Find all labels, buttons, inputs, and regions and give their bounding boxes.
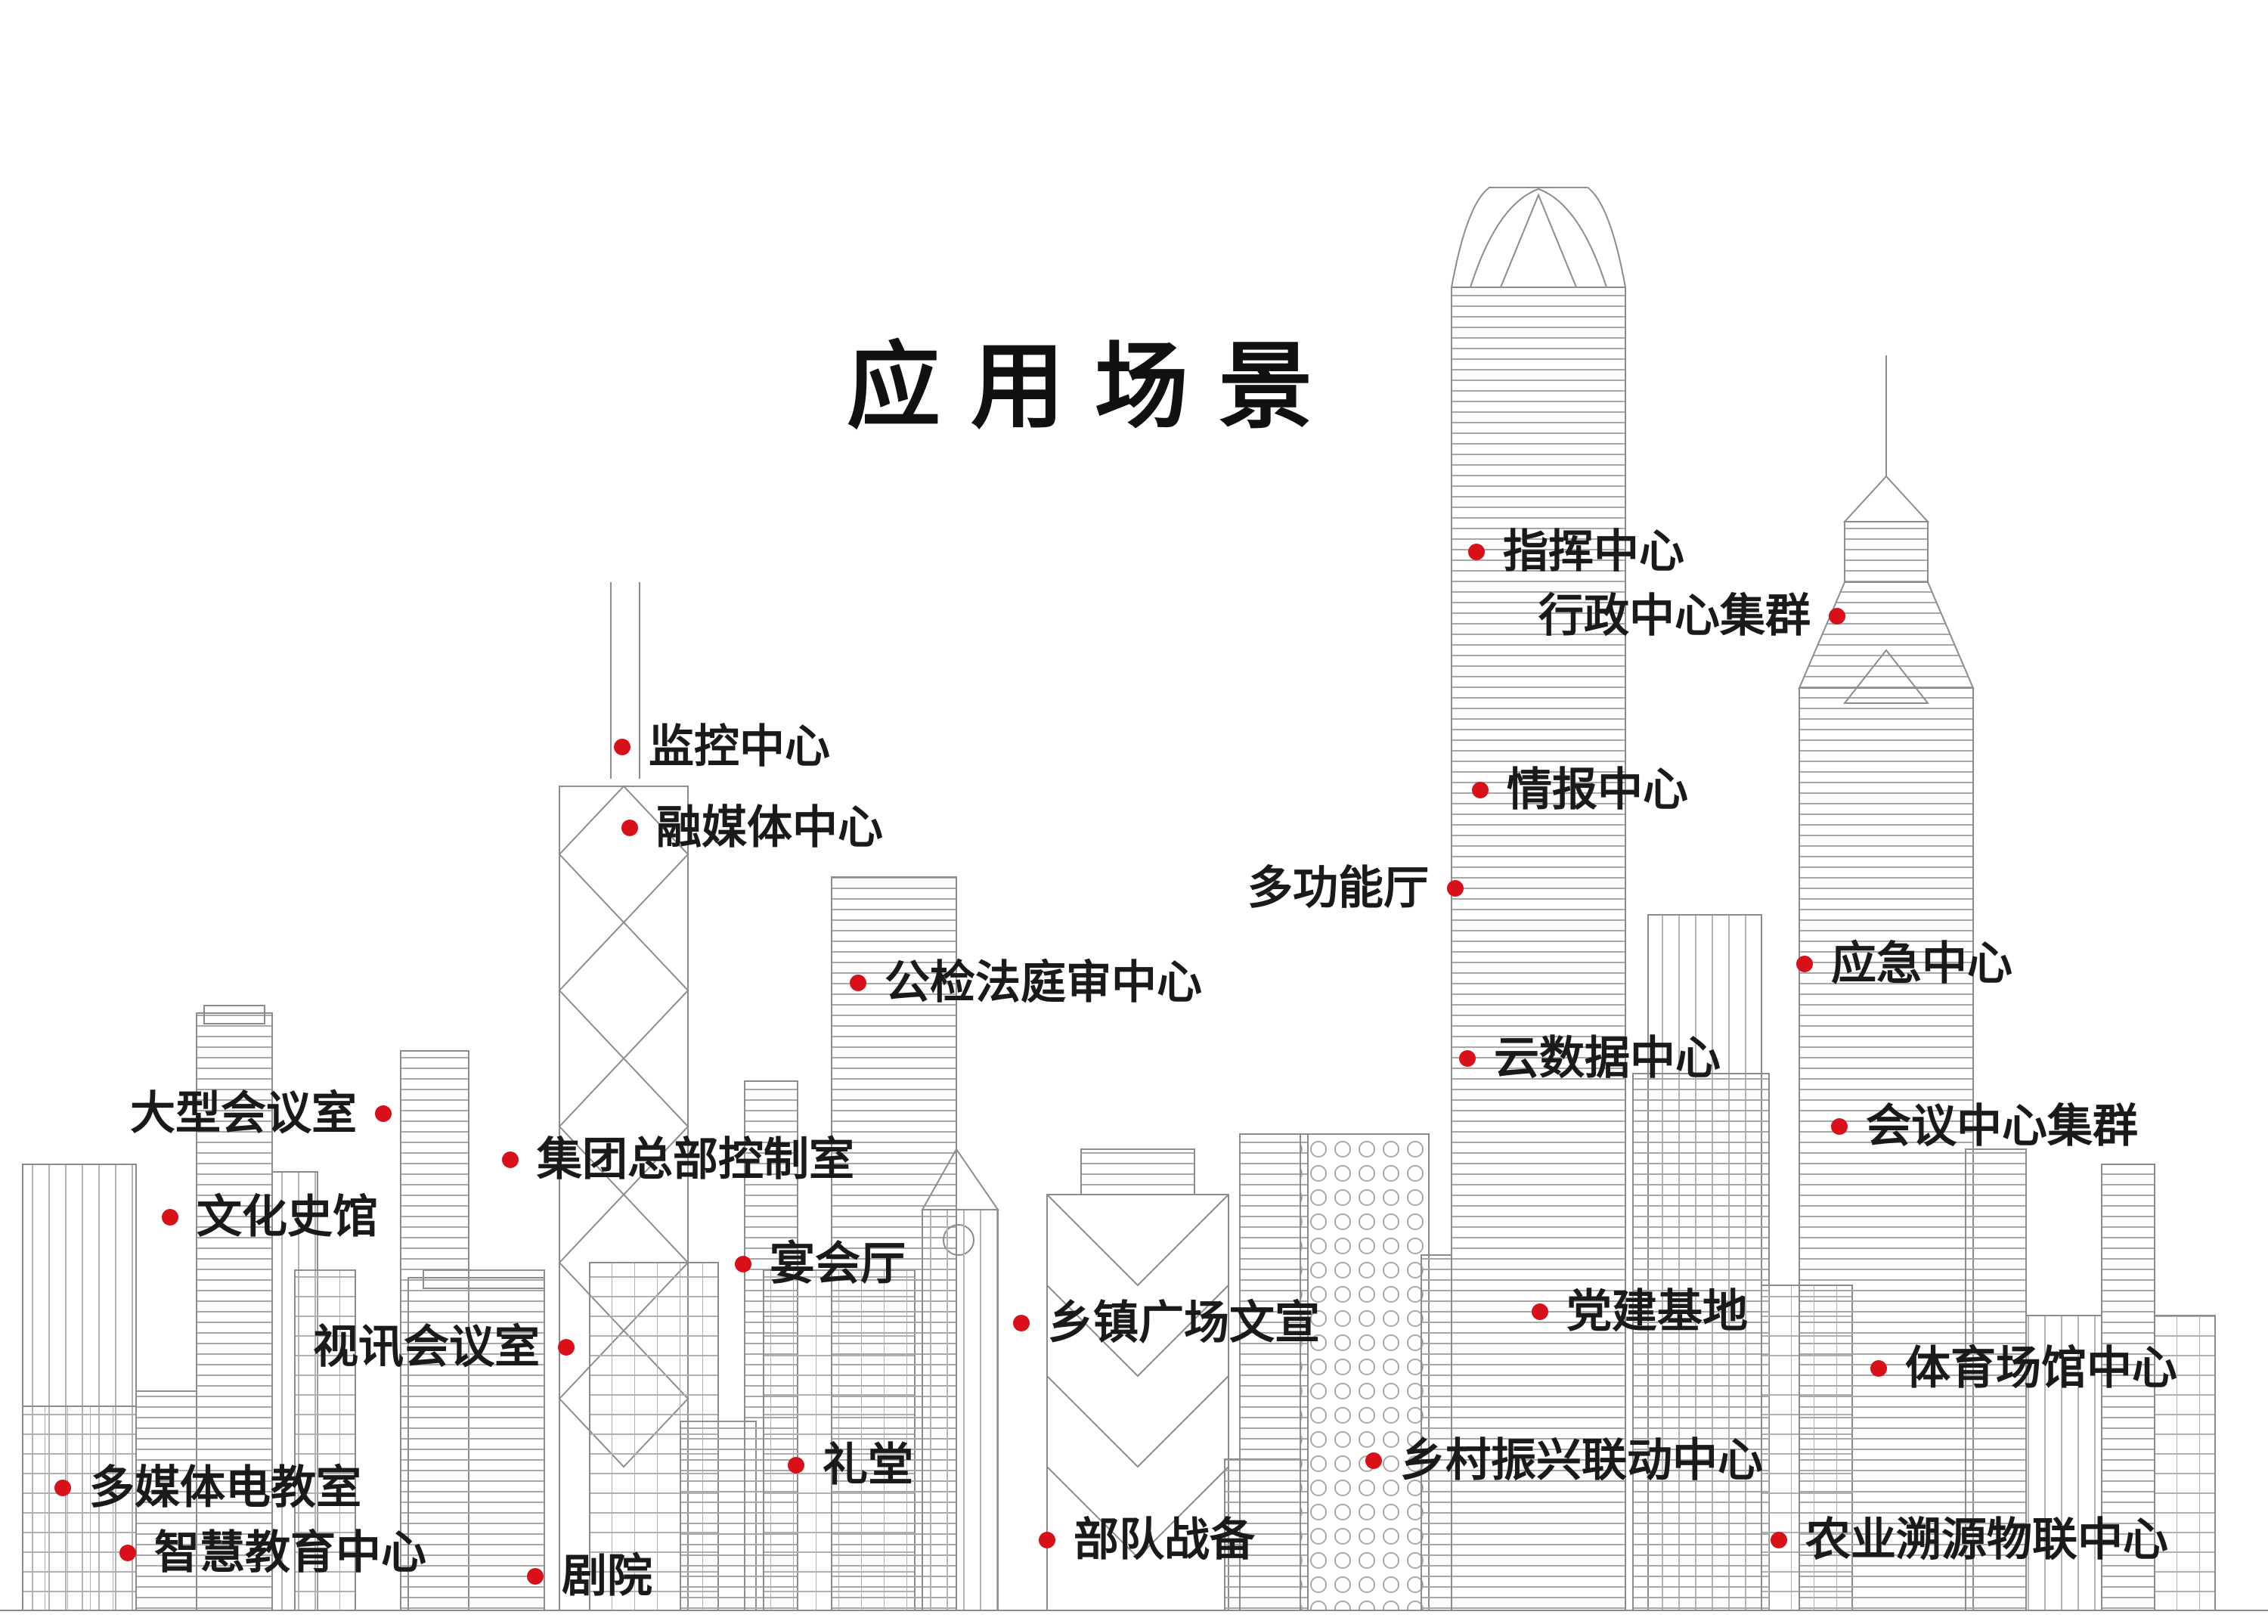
scenario-huiyijiqun[interactable]: 会议中心集群: [1831, 1104, 2138, 1149]
tower-bracing: [1046, 1194, 1229, 1559]
building: [1632, 1073, 1770, 1611]
building: [1842, 475, 1930, 522]
building: [1451, 287, 1626, 1611]
scenario-xingzheng[interactable]: 行政中心集群: [1538, 594, 1845, 639]
scenario-budui[interactable]: 部队战备: [1039, 1517, 1255, 1563]
building: [1844, 521, 1929, 583]
scenario-shixun[interactable]: 视讯会议室: [313, 1325, 575, 1370]
scenario-gongjianfa[interactable]: 公检法庭审中心: [850, 960, 1202, 1006]
scenario-dangjian[interactable]: 党建基地: [1532, 1289, 1748, 1334]
scenario-juyuan[interactable]: 剧院: [527, 1554, 652, 1599]
building: [1080, 1148, 1195, 1195]
scenario-zhihui[interactable]: 指挥中心: [1468, 529, 1684, 575]
scenario-nongye[interactable]: 农业溯源物联中心: [1771, 1517, 2168, 1563]
scenario-qingbao[interactable]: 情报中心: [1472, 767, 1688, 813]
scenario-jiankong[interactable]: 监控中心: [614, 724, 830, 770]
scenario-duogongneng[interactable]: 多功能厅: [1247, 866, 1464, 911]
building: [922, 1209, 999, 1611]
scenario-dahuiyi[interactable]: 大型会议室: [130, 1091, 392, 1136]
tower-crown: [1470, 188, 1607, 288]
scenario-wenhua[interactable]: 文化史馆: [162, 1195, 378, 1240]
scenario-yingji[interactable]: 应急中心: [1796, 941, 2012, 987]
scenario-rongmeiti[interactable]: 融媒体中心: [621, 805, 883, 851]
scenario-duomeiti[interactable]: 多媒体电教室: [54, 1465, 361, 1511]
scenario-zhihuijiaoyu[interactable]: 智慧教育中心: [119, 1530, 426, 1576]
building: [203, 1005, 265, 1024]
tower-bracing: [559, 785, 689, 1468]
page-title: 应用场景: [847, 333, 1343, 442]
scenario-xiangzhen[interactable]: 乡镇广场文宣: [1013, 1300, 1320, 1346]
scenario-tiyu[interactable]: 体育场馆中心: [1870, 1346, 2177, 1391]
building: [1842, 649, 1930, 704]
building: [1300, 1133, 1430, 1611]
scenario-jituan[interactable]: 集团总部控制室: [502, 1137, 854, 1182]
building: [680, 1421, 757, 1611]
scenario-xiangcun[interactable]: 乡村振兴联动中心: [1365, 1438, 1763, 1483]
scenario-yanhui[interactable]: 宴会厅: [735, 1241, 906, 1287]
scenario-litang[interactable]: 礼堂: [788, 1443, 913, 1488]
building: [423, 1269, 545, 1289]
scenario-yunshuju[interactable]: 云数据中心: [1459, 1036, 1721, 1081]
